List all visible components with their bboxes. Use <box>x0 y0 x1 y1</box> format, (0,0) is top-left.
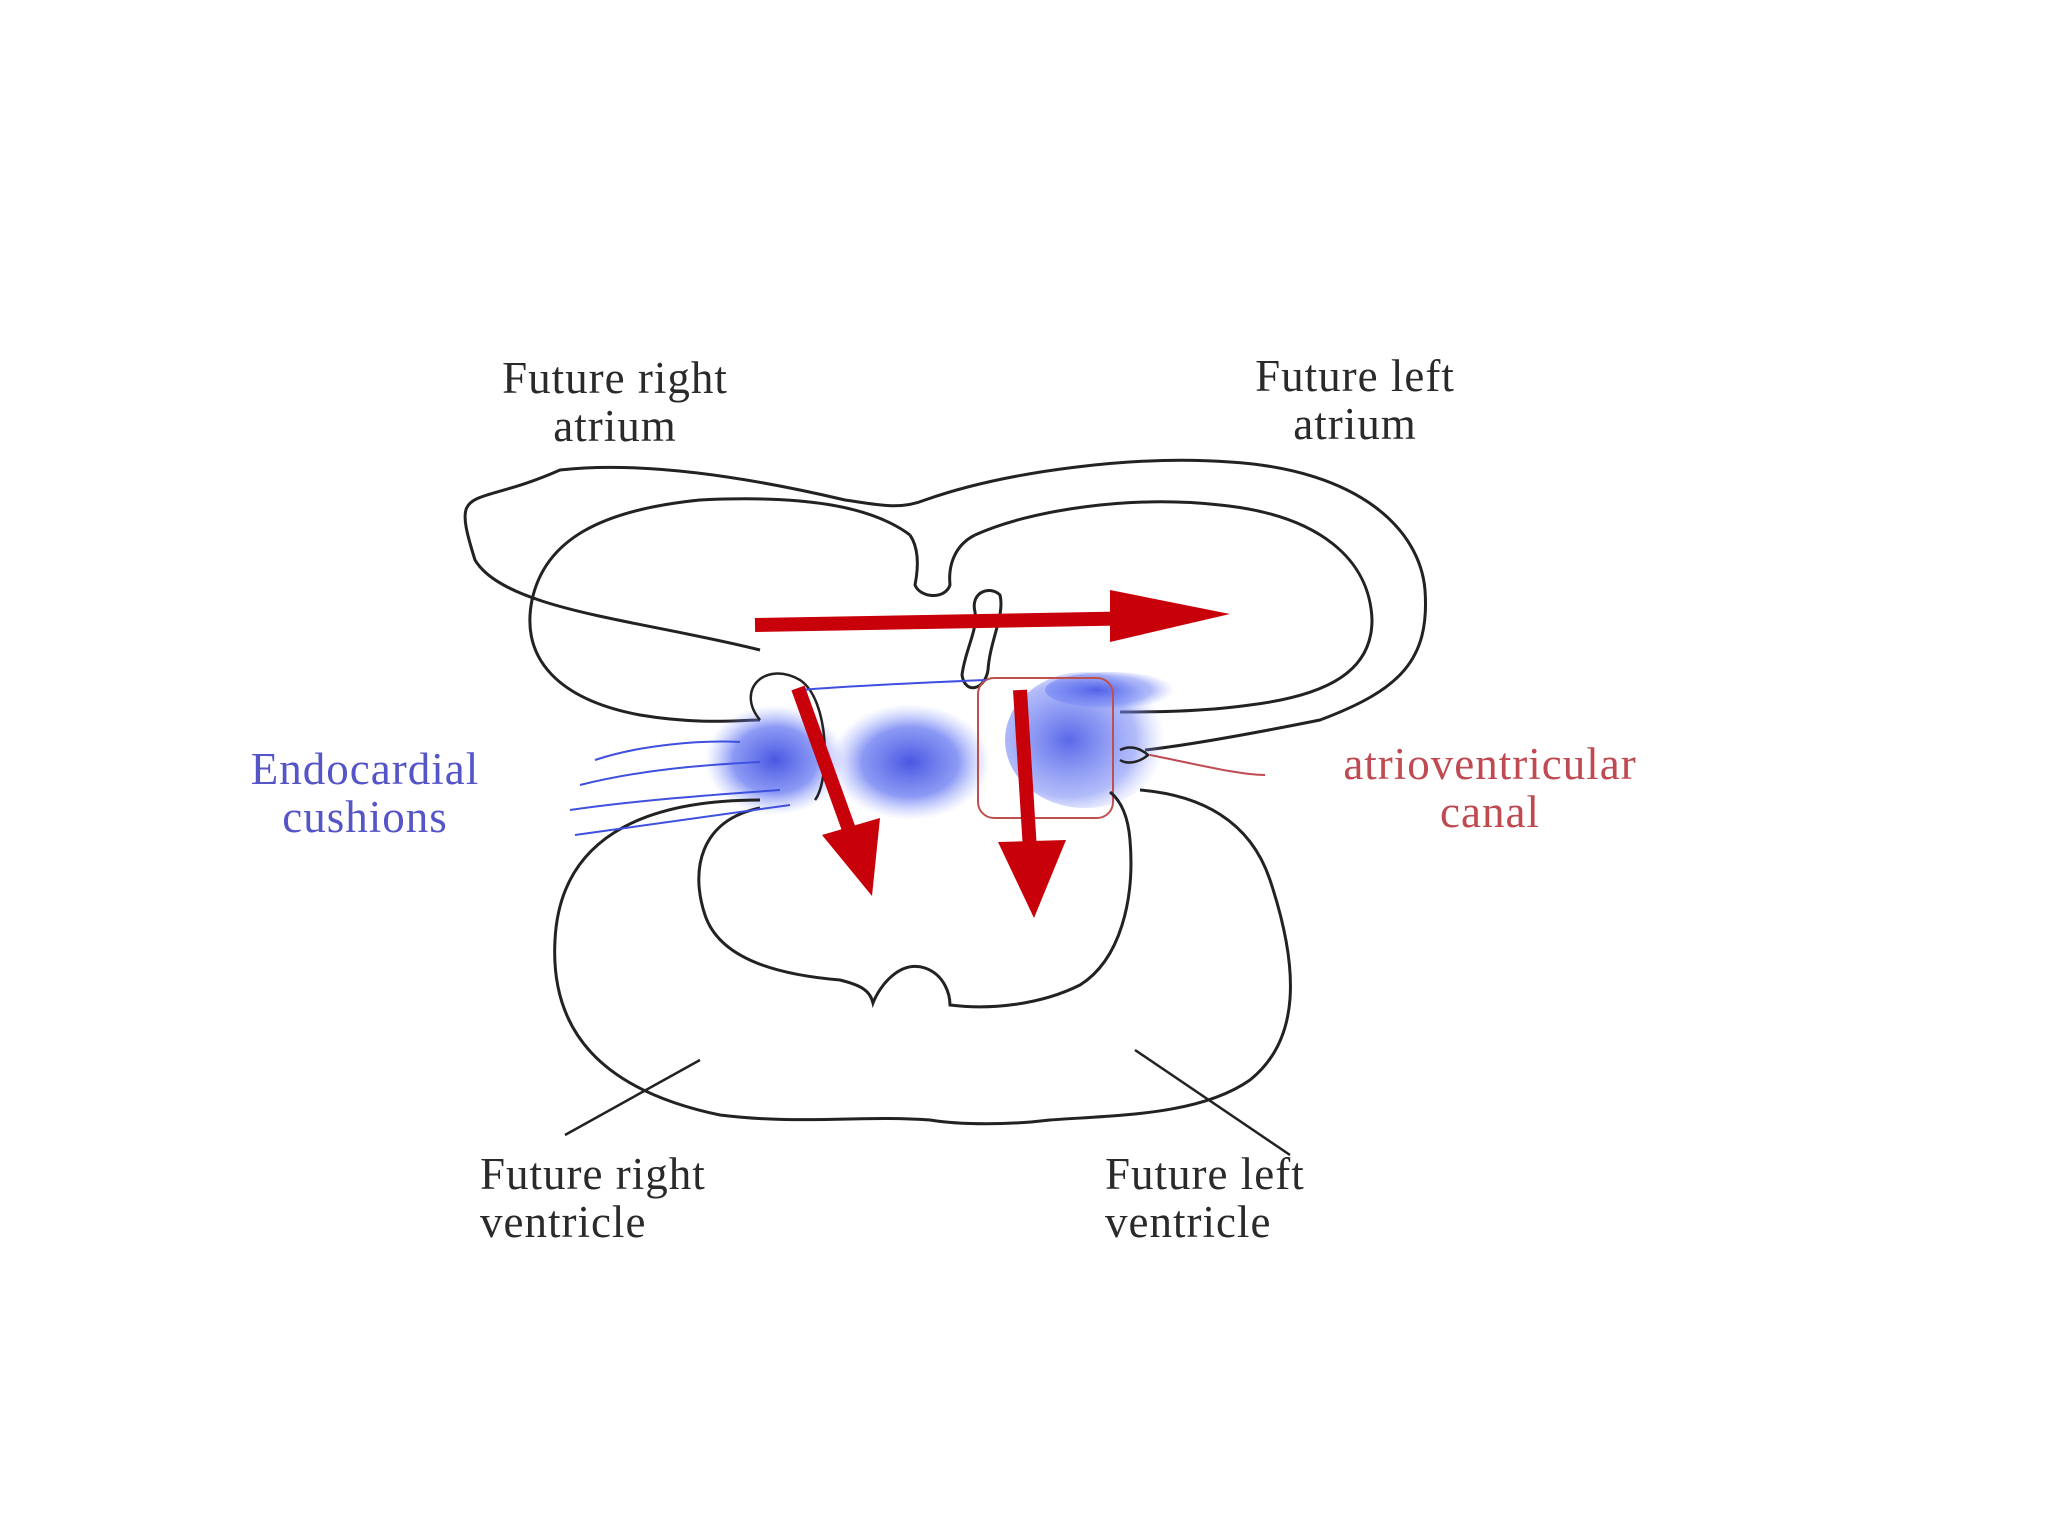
label-line: ventricle <box>480 1198 840 1246</box>
label-future-right-atrium: Future right atrium <box>440 354 790 450</box>
label-future-right-ventricle: Future right ventricle <box>480 1150 840 1246</box>
septum-primum <box>910 535 975 596</box>
label-line: canal <box>1255 788 1725 836</box>
label-line: Endocardial <box>180 745 550 793</box>
label-line: atrium <box>440 402 790 450</box>
left-ventricle-leader-line <box>1135 1050 1290 1155</box>
ventricle-inner-outline <box>699 792 1131 1007</box>
label-line: Future left <box>1105 1150 1435 1198</box>
cushion-center-blob <box>830 704 990 820</box>
label-atrioventricular-canal: atrioventricular canal <box>1255 740 1725 836</box>
label-line: cushions <box>180 793 550 841</box>
ventricle-outer-outline <box>555 790 1291 1124</box>
label-line: atrium <box>1195 400 1515 448</box>
label-line: ventricle <box>1105 1198 1435 1246</box>
label-endocardial-cushions: Endocardial cushions <box>180 745 550 841</box>
cushion-connector <box>800 680 985 690</box>
av-canal-leader-line <box>1150 755 1265 775</box>
right-ventricle-leader-line <box>565 1060 700 1135</box>
label-future-left-atrium: Future left atrium <box>1195 352 1515 448</box>
label-line: Future right <box>480 1150 840 1198</box>
flow-arrow-horizontal <box>755 590 1230 642</box>
label-line: Future right <box>440 354 790 402</box>
label-line: Future left <box>1195 352 1515 400</box>
septum-flap <box>962 590 1001 687</box>
label-line: atrioventricular <box>1255 740 1725 788</box>
label-future-left-ventricle: Future left ventricle <box>1105 1150 1435 1246</box>
right-atrium-outline <box>530 499 910 721</box>
